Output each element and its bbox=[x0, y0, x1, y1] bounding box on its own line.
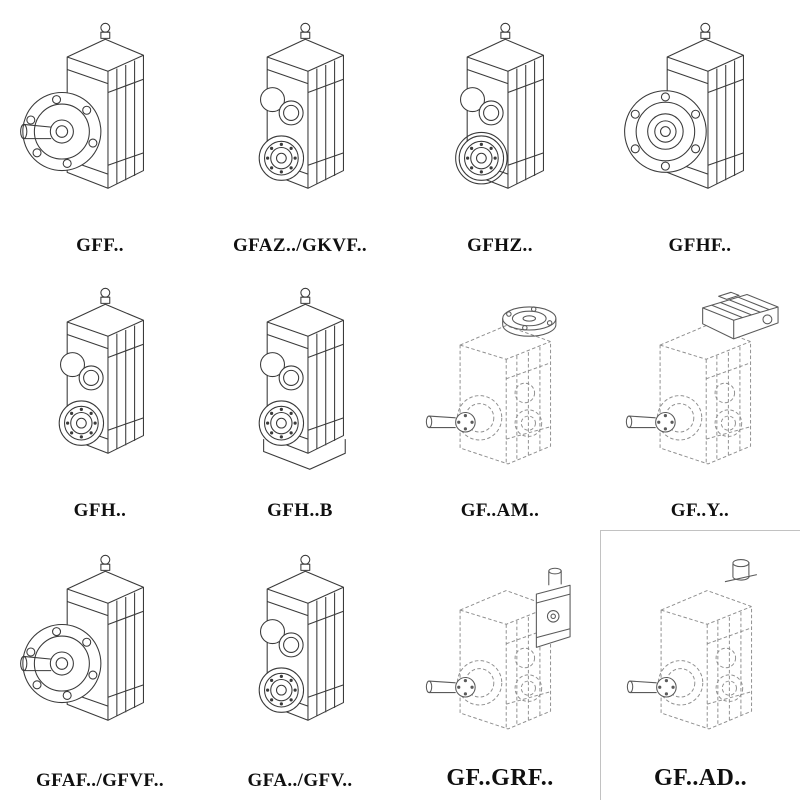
gearbox-output-flange-drawing-icon bbox=[2, 534, 198, 770]
gearbox-hollow-shaft-baseplate-drawing-icon bbox=[202, 269, 398, 500]
gearbox-hollow-shaft-shrink-disc-drawing-icon bbox=[402, 4, 598, 235]
catalog-cell-gf-y: GF..Y.. bbox=[600, 265, 800, 530]
gearbox-hollow-shaft-flange-drawing-icon bbox=[602, 4, 798, 235]
catalog-cell-gf-ad: GF..AD.. bbox=[600, 530, 800, 800]
model-label-gfhz: GFHZ.. bbox=[467, 235, 533, 256]
catalog-cell-gfaz-gkvf: GFAZ../GKVF.. bbox=[200, 0, 400, 265]
model-label-gf-grf: GF..GRF.. bbox=[446, 765, 554, 791]
model-label-gf-am: GF..AM.. bbox=[460, 500, 540, 521]
catalog-cell-gfhf: GFHF.. bbox=[600, 0, 800, 265]
model-label-gfaz-gkvf: GFAZ../GKVF.. bbox=[233, 235, 367, 256]
catalog-cell-gff: GFF.. bbox=[0, 0, 200, 265]
catalog-cell-gf-grf: GF..GRF.. bbox=[400, 530, 600, 800]
model-label-gff: GFF.. bbox=[76, 235, 124, 256]
catalog-cell-gfh: GFH.. bbox=[0, 265, 200, 530]
gearbox-input-shaft-adapter-phantom-drawing-icon bbox=[603, 535, 798, 765]
catalog-cell-gfh-b: GFH..B bbox=[200, 265, 400, 530]
gearbox-hollow-shaft-drawing-icon bbox=[202, 4, 398, 235]
model-label-gf-ad: GF..AD.. bbox=[654, 765, 747, 791]
gearbox-shaft-mounted-drawing-icon bbox=[202, 534, 398, 770]
gearbox-motor-adapter-flange-phantom-drawing-icon bbox=[402, 269, 598, 500]
model-label-gfaf-gfvf: GFAF../GFVF.. bbox=[35, 770, 164, 791]
gearbox-with-motor-phantom-drawing-icon bbox=[602, 269, 798, 500]
catalog-cell-gfhz: GFHZ.. bbox=[400, 0, 600, 265]
model-label-gfa-gfv: GFA../GFV.. bbox=[247, 770, 353, 791]
gearbox-hollow-shaft-foot-drawing-icon bbox=[2, 269, 198, 500]
model-label-gfh: GFH.. bbox=[73, 500, 127, 521]
model-label-gfhf: GFHF.. bbox=[668, 235, 732, 256]
model-label-gf-y: GF..Y.. bbox=[670, 500, 730, 521]
catalog-cell-gfaf-gfvf: GFAF../GFVF.. bbox=[0, 530, 200, 800]
gearbox-input-adapter-phantom-drawing-icon bbox=[402, 534, 598, 765]
gearbox-flange-solid-shaft-drawing-icon bbox=[2, 4, 198, 235]
catalog-cell-gfa-gfv: GFA../GFV.. bbox=[200, 530, 400, 800]
catalog-cell-gf-am: GF..AM.. bbox=[400, 265, 600, 530]
model-label-gfh-b: GFH..B bbox=[267, 500, 333, 521]
